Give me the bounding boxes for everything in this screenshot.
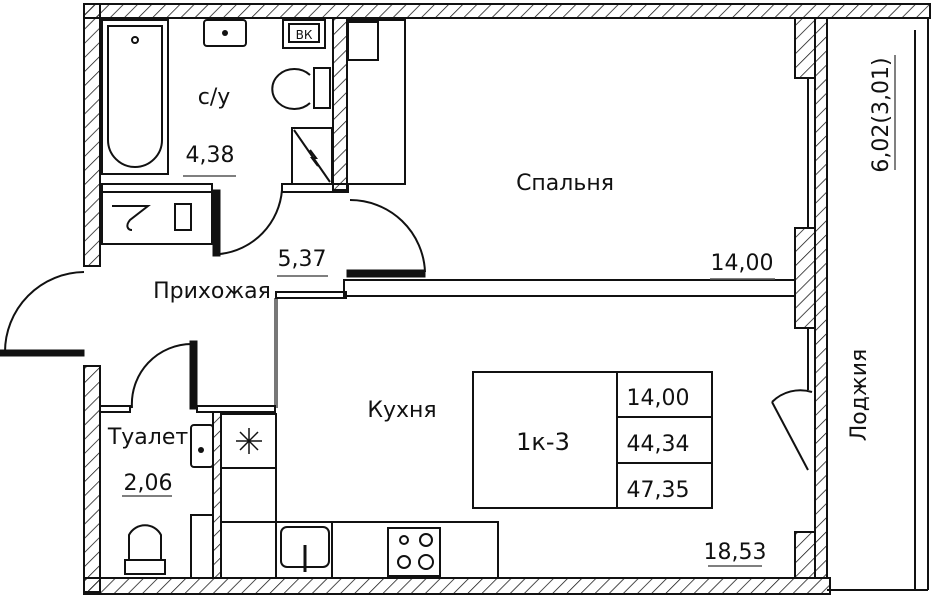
apartment-type: 1к-3 (516, 428, 570, 456)
toilet-name: Туалет (107, 425, 189, 450)
loggia-name: Лоджия (847, 349, 872, 442)
toilet-room: Туалет 2,06 (99, 340, 276, 579)
bathroom-name: с/у (198, 85, 231, 110)
stove-icon (387, 527, 441, 577)
sink-icon (203, 19, 247, 47)
snowflake-icon (236, 428, 262, 454)
kitchen: Кухня 18,53 (220, 398, 767, 579)
hallway: 5,37 Прихожая (153, 247, 328, 408)
entrance-door (0, 271, 85, 357)
bathroom: ВК с/у 4,38 (101, 17, 406, 257)
hallway-area: 5,37 (278, 247, 327, 272)
bathroom-area: 4,38 (186, 143, 235, 168)
kitchen-area: 18,53 (704, 540, 767, 565)
loggia-area: 6,02(3,01) (869, 57, 894, 172)
toilet-door (130, 342, 193, 409)
dryer-icon (112, 205, 151, 231)
area-summary-table: 1к-3 14,00 44,34 47,35 (472, 371, 713, 509)
bedroom: Спальня 14,00 (275, 171, 796, 299)
kitchen-name: Кухня (367, 398, 436, 423)
bathroom-door (219, 189, 283, 255)
meter-box-label: ВК (296, 28, 313, 42)
bedroom-door (349, 198, 426, 273)
living-area: 14,00 (627, 386, 690, 411)
balcony-door (771, 401, 809, 471)
total-with-loggia: 47,35 (627, 478, 690, 503)
bedroom-name: Спальня (516, 171, 614, 196)
toilet-sink-icon (190, 424, 214, 468)
exterior-walls (83, 3, 931, 595)
total-area: 44,34 (627, 432, 690, 457)
toilet-area: 2,06 (124, 471, 173, 496)
hallway-name: Прихожая (153, 279, 271, 304)
loggia: Лоджия 6,02(3,01) (771, 55, 896, 471)
toilet-icon (271, 68, 311, 110)
bedroom-area: 14,00 (711, 251, 774, 276)
toilet-icon (128, 524, 162, 560)
boiler-icon (174, 203, 192, 231)
